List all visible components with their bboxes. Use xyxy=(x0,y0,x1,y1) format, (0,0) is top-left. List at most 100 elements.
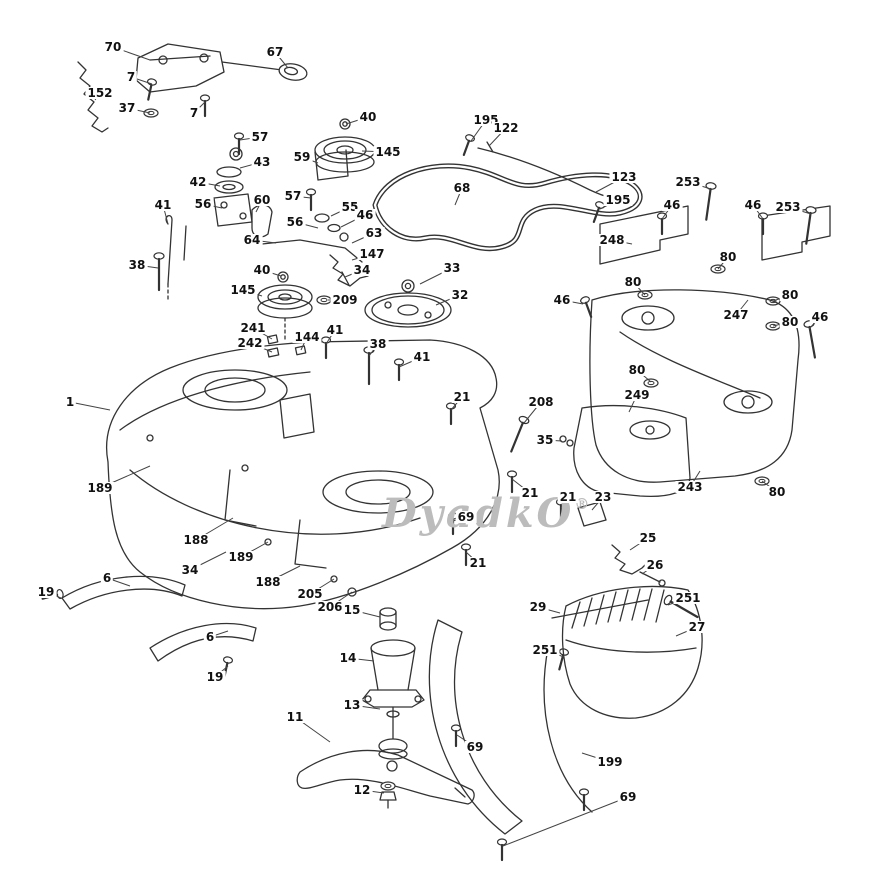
part-label: 15 xyxy=(341,603,363,617)
part-label: 32 xyxy=(449,288,471,302)
part-label: 41 xyxy=(152,198,174,212)
part-label: 40 xyxy=(251,263,273,277)
part-label: 152 xyxy=(85,86,115,100)
part-label: 38 xyxy=(126,258,148,272)
part-label: 37 xyxy=(116,101,138,115)
part-label: 55 xyxy=(339,200,361,214)
part-label: 35 xyxy=(534,433,556,447)
part-label: 56 xyxy=(284,215,306,229)
part-label: 247 xyxy=(721,308,751,322)
part-label: 253 xyxy=(673,175,703,189)
part-label: 251 xyxy=(673,591,703,605)
watermark-text: DyadkO xyxy=(382,490,575,537)
part-label: 7 xyxy=(124,70,138,84)
part-label: 42 xyxy=(187,175,209,189)
mower-deck xyxy=(106,335,518,610)
idler-pulley-top xyxy=(305,118,376,212)
lift-bracket-assembly xyxy=(77,43,308,133)
part-label: 249 xyxy=(622,388,652,402)
part-label: 67 xyxy=(264,45,286,59)
part-label: 208 xyxy=(526,395,556,409)
part-label: 46 xyxy=(809,310,831,324)
part-label: 40 xyxy=(357,110,379,124)
part-label: 38 xyxy=(367,337,389,351)
baffle-plates xyxy=(599,181,831,360)
blade xyxy=(296,749,475,809)
part-label: 46 xyxy=(661,198,683,212)
part-label: 56 xyxy=(192,197,214,211)
part-label: 1 xyxy=(63,395,77,409)
part-label: 13 xyxy=(341,698,363,712)
part-label: 25 xyxy=(637,531,659,545)
part-label: 34 xyxy=(351,263,373,277)
part-label: 242 xyxy=(235,336,265,350)
part-label: 57 xyxy=(282,189,304,203)
part-label: 21 xyxy=(467,556,489,570)
part-label: 64 xyxy=(241,233,263,247)
part-label: 80 xyxy=(779,315,801,329)
part-label: 188 xyxy=(253,575,283,589)
part-label: 33 xyxy=(441,261,463,275)
part-label: 21 xyxy=(519,486,541,500)
part-label: 29 xyxy=(527,600,549,614)
part-label: 123 xyxy=(609,170,639,184)
idler-arm xyxy=(261,213,369,305)
part-label: 69 xyxy=(464,740,486,754)
part-label: 23 xyxy=(592,490,614,504)
part-label: 6 xyxy=(203,630,217,644)
part-label: 19 xyxy=(35,585,57,599)
part-label: 41 xyxy=(324,323,346,337)
part-label: 21 xyxy=(451,390,473,404)
part-label: 27 xyxy=(686,620,708,634)
part-label: 189 xyxy=(85,481,115,495)
part-label: 60 xyxy=(251,193,273,207)
watermark: DyadkO® xyxy=(382,494,589,534)
part-label: 80 xyxy=(779,288,801,302)
part-label: 70 xyxy=(102,40,124,54)
part-label: 57 xyxy=(249,130,271,144)
part-label: 19 xyxy=(204,670,226,684)
part-label: 11 xyxy=(284,710,306,724)
part-label: 7 xyxy=(187,106,201,120)
part-label: 205 xyxy=(295,587,325,601)
part-label: 80 xyxy=(622,275,644,289)
part-label: 21 xyxy=(557,490,579,504)
part-label: 145 xyxy=(228,283,258,297)
mandrel-housing-cover xyxy=(561,585,703,719)
part-label: 253 xyxy=(773,200,803,214)
part-label: 69 xyxy=(617,790,639,804)
part-label: 46 xyxy=(354,208,376,222)
part-label: 241 xyxy=(238,321,268,335)
part-label: 46 xyxy=(742,198,764,212)
part-label: 195 xyxy=(603,193,633,207)
part-label: 206 xyxy=(315,600,345,614)
part-label: 145 xyxy=(373,145,403,159)
part-label: 122 xyxy=(491,121,521,135)
mandrel-assembly xyxy=(361,607,425,760)
part-label: 209 xyxy=(330,293,360,307)
part-label: 63 xyxy=(363,226,385,240)
part-label: 251 xyxy=(530,643,560,657)
part-label: 147 xyxy=(357,247,387,261)
part-label: 189 xyxy=(226,550,256,564)
part-label: 26 xyxy=(644,558,666,572)
part-label: 80 xyxy=(717,250,739,264)
part-label: 69 xyxy=(455,510,477,524)
part-label: 248 xyxy=(597,233,627,247)
part-label: 34 xyxy=(179,563,201,577)
mandrel-pulley xyxy=(364,279,452,328)
part-label: 199 xyxy=(595,755,625,769)
part-label: 188 xyxy=(181,533,211,547)
part-label: 59 xyxy=(291,150,313,164)
part-label: 43 xyxy=(251,155,273,169)
part-label: 144 xyxy=(292,330,322,344)
idler-pulley-lower xyxy=(257,284,313,358)
part-label: 80 xyxy=(626,363,648,377)
mandrel-cover xyxy=(505,289,800,486)
part-label: 6 xyxy=(100,571,114,585)
part-label: 12 xyxy=(351,783,373,797)
part-label: 243 xyxy=(675,480,705,494)
